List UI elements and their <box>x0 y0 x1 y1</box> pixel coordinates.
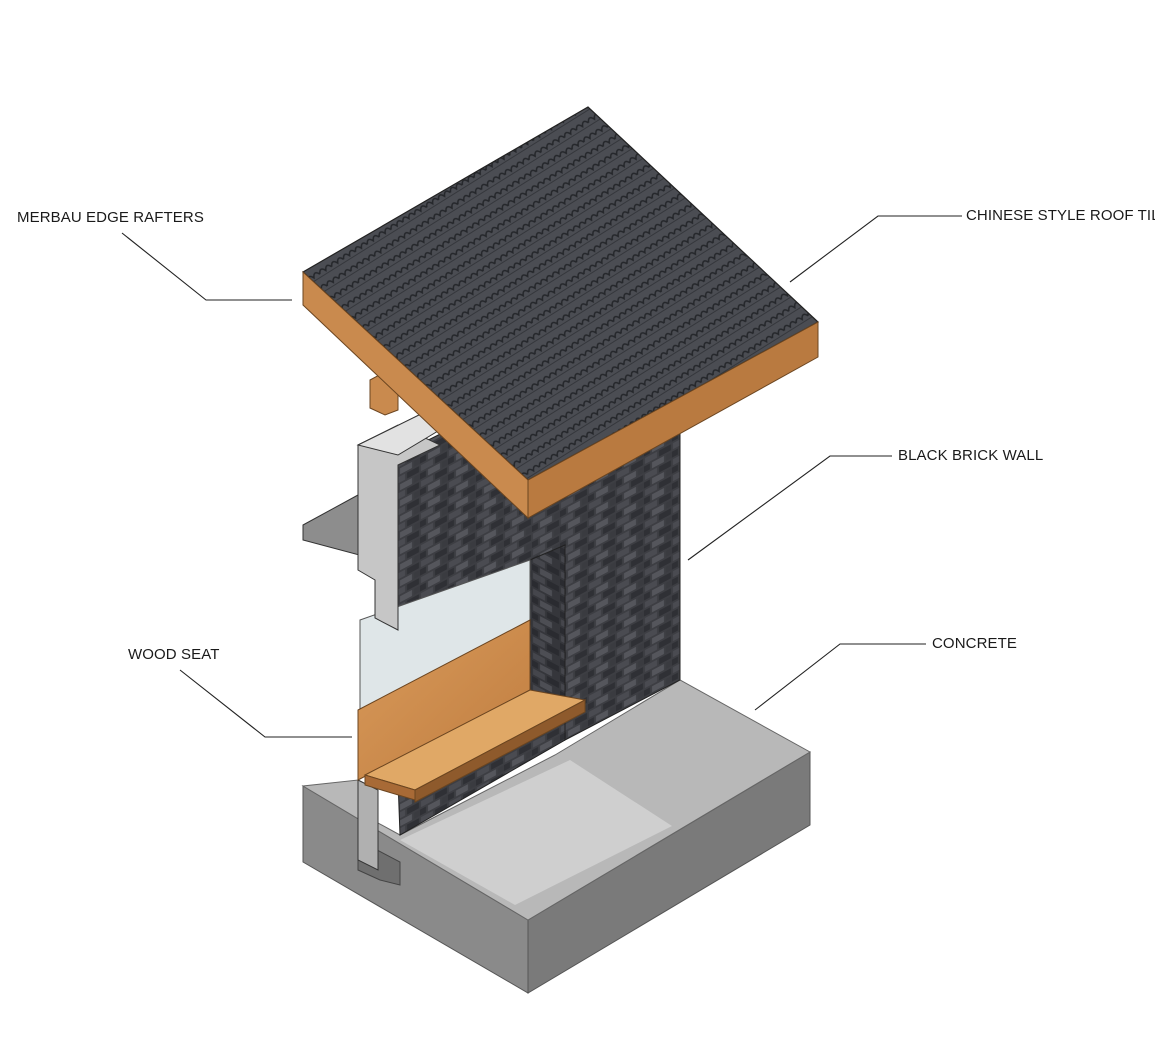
concrete-light-patch <box>400 760 672 905</box>
leader-chinese-style-roof <box>789 215 962 283</box>
seat-front-edge-right <box>414 699 586 803</box>
roof-tiles <box>301 106 820 481</box>
wood-seat <box>357 619 587 803</box>
label-merbau-edge-rafters: MERBAU EDGE RAFTERS <box>17 209 204 226</box>
label-chinese-style-roof-tile: CHINESE STYLE ROOF TILE <box>966 207 1155 224</box>
concrete-base <box>301 679 812 994</box>
concrete-wall-section <box>302 411 449 871</box>
leader-wood-seat <box>179 669 352 738</box>
merbau-edge-rafter-front <box>527 321 819 519</box>
label-black-brick-wall: BLACK BRICK WALL <box>898 447 1044 464</box>
leader-black-brick-wall <box>687 455 892 561</box>
label-wood-seat: WOOD SEAT <box>128 646 220 663</box>
lower-wall-strip <box>357 779 379 871</box>
leader-merbau-edge-rafters <box>121 232 292 301</box>
roof <box>301 106 820 520</box>
leader-concrete <box>754 643 926 711</box>
leader-lines <box>121 215 962 738</box>
label-concrete: CONCRETE <box>932 635 1017 652</box>
